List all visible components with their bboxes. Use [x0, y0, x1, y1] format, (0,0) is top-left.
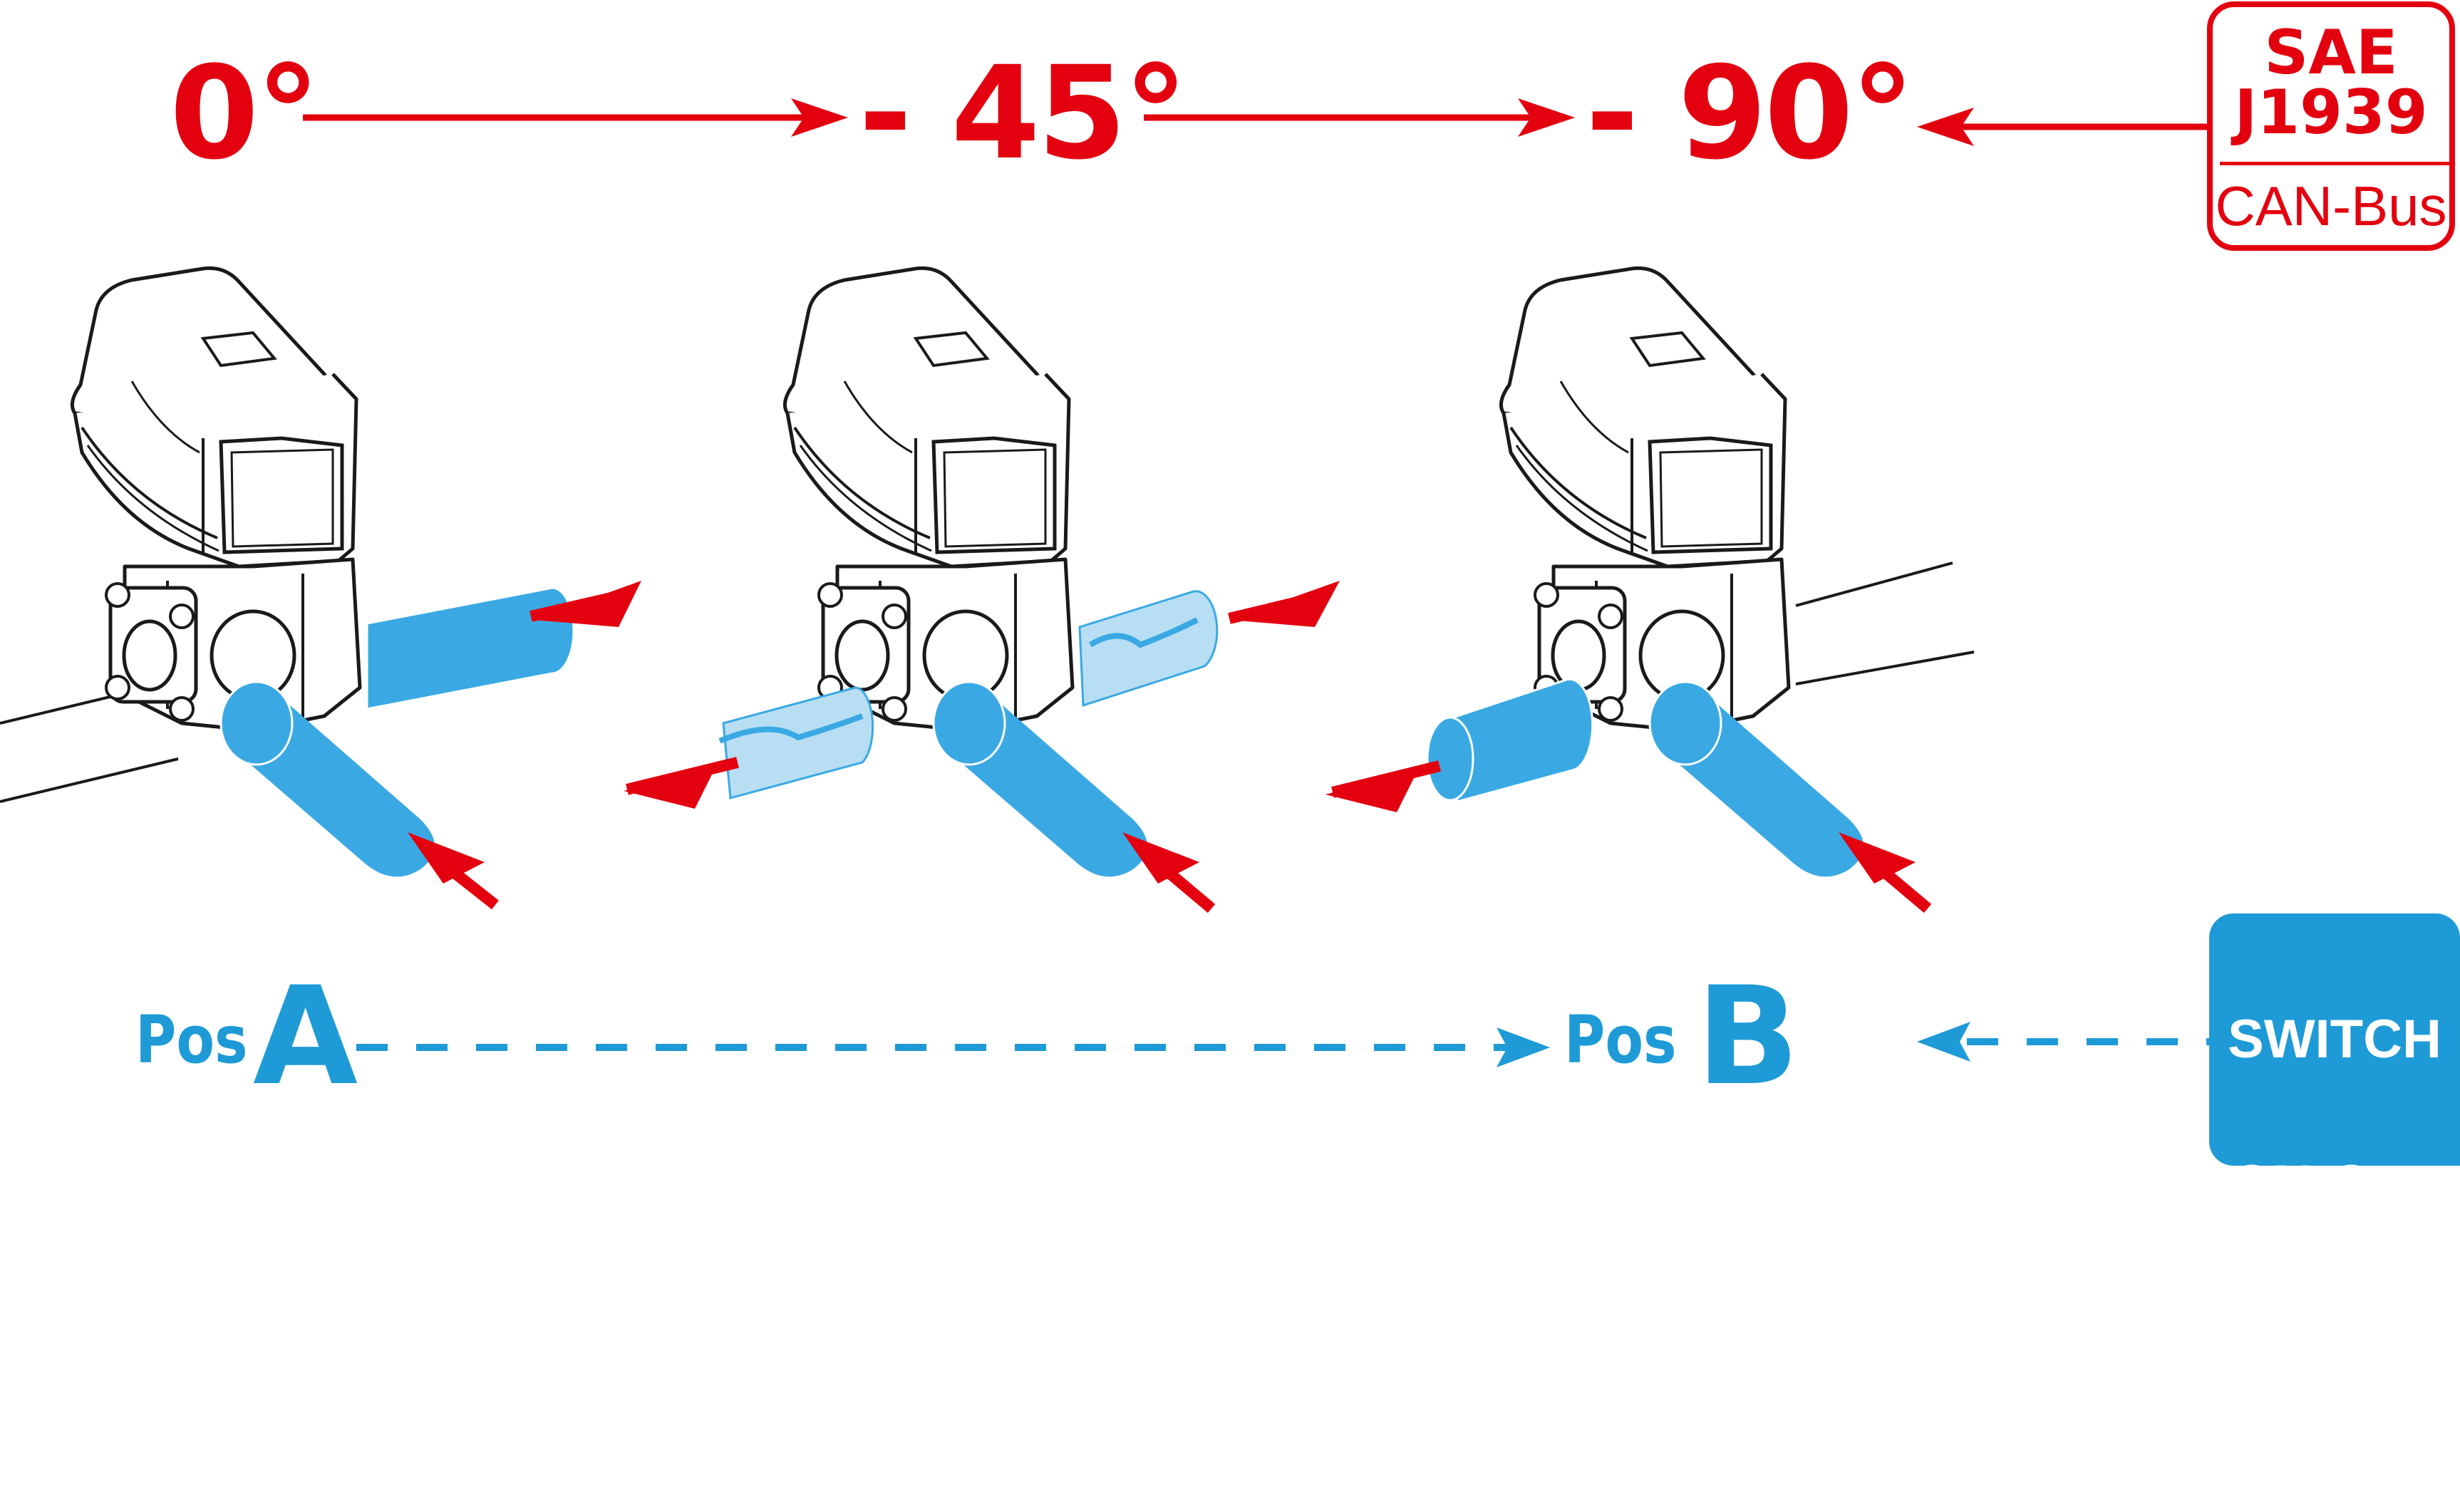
pos-b-word: Pos [1564, 1002, 1677, 1078]
can-bus-label: CAN-Bus [2215, 175, 2447, 237]
can-bus-arrow [1917, 108, 2207, 146]
angle-arrow-2 [1144, 98, 1575, 137]
switch-dashed-arrow [1917, 1022, 2209, 1062]
inlet-pipe-icon [1648, 680, 1864, 877]
switch-line-2: ON-OFF [2231, 1154, 2439, 1215]
can-bus-badge: SAE J1939 CAN-Bus [2207, 1, 2455, 251]
sae-line-1: SAE [2264, 17, 2398, 88]
sae-divider [2220, 162, 2449, 165]
pos-a-letter: A [253, 958, 358, 1115]
diagram-stage: 0° - 45° - 90° SAE J1939 CAN-Bus Pos A P… [0, 1, 2460, 1433]
outlet-pipe-icon [366, 586, 575, 710]
switch-info-text: SWITCH ON-OFF SEE INFO [2209, 931, 2460, 1512]
valve-actuator-icon [785, 268, 1073, 730]
outlet-pipe-icon [1078, 590, 1219, 708]
pos-a-word: Pos [135, 1002, 248, 1078]
valve-actuator-icon [72, 268, 360, 730]
switch-line-3: SEE INFO [2270, 1300, 2399, 1433]
angle-0-label: 0° [170, 39, 320, 188]
inlet-pipe-icon [932, 680, 1147, 877]
diagram-graphics [0, 98, 2209, 1067]
left-pipe-icon [718, 686, 874, 799]
flow-arrow-icon [624, 581, 1340, 913]
flow-arrow-icon [1325, 760, 1932, 913]
left-pipe-icon [1426, 678, 1594, 803]
position-dashed-arrow [356, 1027, 1550, 1067]
angle-90-label: - 90° [1586, 39, 1915, 188]
switch-info-badge: SWITCH ON-OFF SEE INFO [2209, 913, 2460, 1433]
sae-title: SAE J1939 [2213, 17, 2449, 148]
flow-arrow-icon [408, 581, 641, 910]
switch-line-1: SWITCH [2228, 1009, 2441, 1070]
pos-b-letter: B [1696, 958, 1799, 1115]
inlet-pipe-icon [219, 680, 435, 877]
valve-actuator-icon [1501, 268, 1789, 730]
angle-45-label: - 45° [859, 39, 1188, 188]
sae-line-2: J1939 [2234, 77, 2428, 148]
angle-arrow-1 [303, 98, 848, 137]
